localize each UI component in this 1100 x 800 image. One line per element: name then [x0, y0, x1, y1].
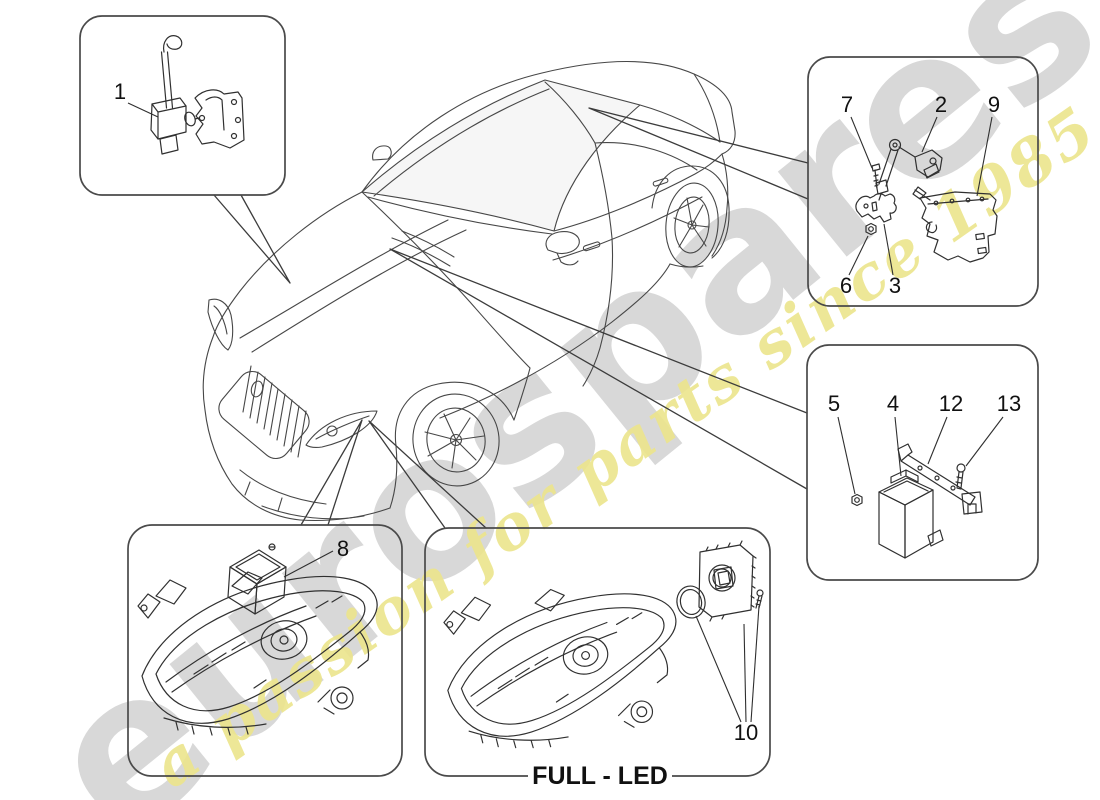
leader-part-12 [927, 416, 948, 465]
part-label-12[interactable]: 12 [939, 391, 963, 416]
part-label-2[interactable]: 2 [935, 92, 947, 117]
bracket-part-3 [855, 193, 897, 223]
leader-part-1 [127, 102, 159, 118]
leader-part-13 [965, 416, 1004, 467]
leader-part-4 [894, 416, 902, 477]
callout-box-top-right [807, 56, 1039, 307]
part-label-7[interactable]: 7 [841, 92, 853, 117]
nut-part-6 [865, 222, 877, 236]
full-led-caption: FULL - LED [532, 762, 668, 790]
callout-mid-right: 5 4 12 13 [828, 391, 1021, 559]
part-label-5[interactable]: 5 [828, 391, 840, 416]
pointer-bottom-mid [368, 420, 487, 529]
part-label-10[interactable]: 10 [734, 720, 758, 745]
grille [218, 365, 310, 460]
caption-backing [528, 760, 672, 790]
pointer-top-right [588, 107, 809, 200]
callout-box-bottom-left [127, 524, 403, 777]
callout-box-top-left [79, 15, 286, 196]
callout-bottom-left: 8 [137, 536, 378, 736]
height-sensor-part [150, 35, 245, 155]
pointer-mid-right [389, 248, 808, 490]
car-drawing [202, 60, 736, 522]
part-label-9[interactable]: 9 [988, 92, 1000, 117]
part-label-8[interactable]: 8 [337, 536, 349, 561]
part-label-13[interactable]: 13 [997, 391, 1021, 416]
control-unit-part-4 [878, 469, 944, 559]
ride-height-sensor-part [875, 138, 943, 201]
leader-part-3 [883, 223, 894, 276]
leader-part-5 [837, 416, 856, 495]
ballast-module-part-8 [227, 543, 287, 615]
leader-part-10c [750, 605, 760, 723]
leader-part-8 [283, 550, 334, 578]
part-label-1[interactable]: 1 [114, 79, 126, 104]
screw-part-10 [755, 589, 764, 609]
pointer-bottom-left [300, 419, 363, 526]
part-label-4[interactable]: 4 [887, 391, 899, 416]
leader-part-10b [743, 623, 747, 723]
screw-part-13 [955, 463, 966, 490]
callout-box-mid-right [806, 344, 1039, 581]
part-label-3[interactable]: 3 [889, 273, 901, 298]
leader-part-2 [921, 116, 938, 153]
part-label-6[interactable]: 6 [840, 273, 852, 298]
leader-part-10a [695, 615, 742, 723]
leader-part-9 [976, 116, 993, 197]
gasket-ring-part-10 [676, 585, 706, 619]
mount-bracket-part-9 [912, 186, 998, 263]
pointer-top-left [213, 194, 291, 284]
callout-top-left: 1 [114, 35, 245, 155]
led-module-part-10 [698, 540, 757, 622]
screw-part-7 [871, 163, 881, 189]
nut-part-5 [851, 493, 863, 507]
callout-top-right: 7 2 9 6 3 [840, 92, 1000, 298]
leader-part-7 [850, 116, 873, 169]
callout-bottom-mid: 10 FULL - LED [443, 540, 764, 790]
leader-part-6 [848, 235, 869, 276]
